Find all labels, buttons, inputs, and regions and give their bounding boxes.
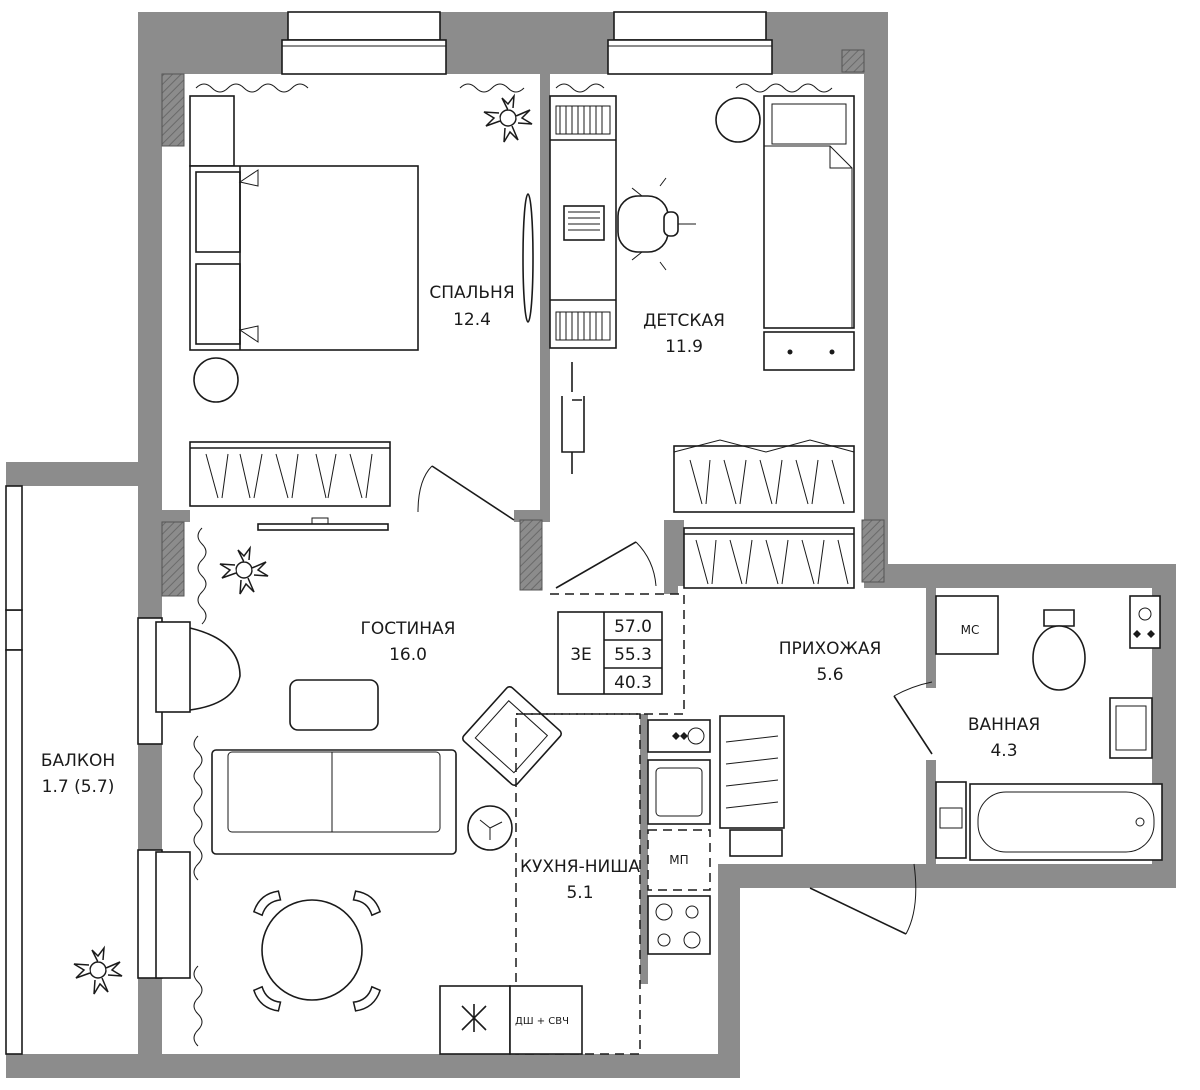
windows [5,11,773,1055]
bedroom-area: 12.4 [453,310,491,330]
kids-furniture [549,83,855,589]
area-without-balcony: 55.3 [614,645,652,665]
apartment-type: 3Е [570,645,592,665]
kids-room-area: 11.9 [665,337,703,357]
room-labels: СПАЛЬНЯ 12.4 ДЕТСКАЯ 11.9 ГОСТИНАЯ 16.0 … [41,283,1040,1027]
kitchen-area: 5.1 [566,883,593,903]
dishwasher-label: МП [669,853,688,867]
kitchen-name: КУХНЯ-НИША [520,857,640,877]
bedroom-name: СПАЛЬНЯ [429,283,514,303]
hall-name: ПРИХОЖАЯ [779,639,882,659]
living-area: 40.3 [614,673,652,693]
appliance-label: ДШ + СВЧ [515,1016,569,1027]
total-area: 57.0 [614,617,652,637]
washer-label: МС [961,623,980,637]
kitchen-furniture [439,713,785,1055]
bathroom-name: ВАННАЯ [968,715,1040,735]
bathroom-area: 4.3 [990,741,1017,761]
living-furniture [193,527,562,1047]
balcony-name: БАЛКОН [41,751,115,771]
balcony-area: 1.7 (5.7) [42,777,115,797]
bedroom-furniture [189,83,534,531]
living-room-name: ГОСТИНАЯ [361,619,456,639]
bathroom-fixtures [935,595,1163,861]
area-summary-table [557,611,663,695]
living-room-area: 16.0 [389,645,427,665]
doors [189,465,933,935]
hall-area: 5.6 [816,665,843,685]
kids-room-name: ДЕТСКАЯ [643,311,725,331]
